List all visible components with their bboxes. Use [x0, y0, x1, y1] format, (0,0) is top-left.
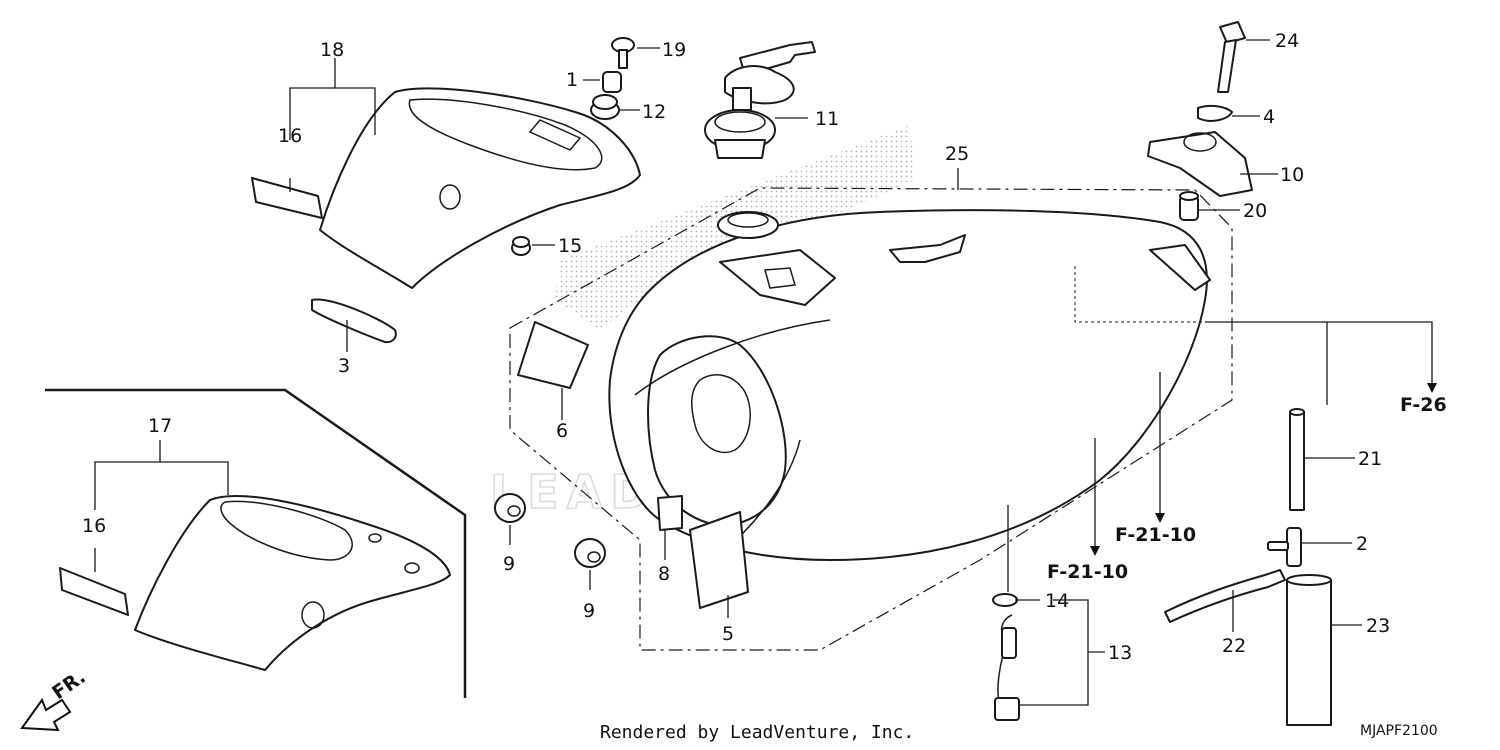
callout-9-upper: 9 [503, 553, 515, 575]
washer-4 [1197, 104, 1233, 122]
footer-credit: Rendered by LeadVenture, Inc. [600, 722, 914, 743]
callout-3: 3 [338, 355, 350, 377]
label-5 [689, 511, 749, 609]
washer-14 [992, 593, 1018, 607]
ref-f-21-10-left: F-21-10 [1047, 561, 1128, 583]
callout-10: 10 [1280, 164, 1304, 186]
fuel-cap-with-keys [704, 41, 816, 159]
callout-9-lower: 9 [583, 600, 595, 622]
ref-f-26: F-26 [1400, 394, 1447, 416]
ref-f-21-10-right: F-21-10 [1115, 524, 1196, 546]
callout-6: 6 [556, 420, 568, 442]
fuel-tank [608, 209, 1211, 561]
plug-15 [511, 236, 531, 256]
reference-arrowheads [1090, 383, 1437, 556]
callout-19: 19 [662, 39, 686, 61]
meter-cover-upper [319, 87, 641, 289]
meter-cover-inset [134, 495, 451, 671]
callout-14: 14 [1045, 590, 1069, 612]
callout-22: 22 [1222, 635, 1246, 657]
joint-2 [1267, 527, 1302, 567]
collar-1 [602, 71, 622, 93]
callout-21: 21 [1358, 448, 1382, 470]
inset-panel-border [45, 388, 467, 698]
trim-strip-3 [311, 298, 397, 344]
front-label: FR. [48, 666, 89, 704]
trim-strip-lower [59, 567, 129, 616]
bolt-24 [1217, 21, 1246, 93]
grommet-9-lower [574, 538, 606, 568]
callout-25: 25 [945, 143, 969, 165]
front-direction-marker: FR. [20, 666, 90, 732]
tube-23 [1286, 574, 1332, 726]
callout-13: 13 [1108, 642, 1132, 664]
callout-11: 11 [815, 108, 839, 130]
label-6 [517, 321, 589, 389]
collar-20 [1179, 191, 1199, 221]
tank-assembly-outline [509, 187, 1233, 651]
callout-4: 4 [1263, 106, 1275, 128]
callout-16-upper: 16 [278, 125, 302, 147]
tube-21 [1289, 408, 1305, 511]
fuel-unit-13 [994, 614, 1020, 721]
mount-bracket-10 [1147, 131, 1253, 197]
callout-16-lower: 16 [82, 515, 106, 537]
callout-23: 23 [1366, 615, 1390, 637]
hose-22 [1164, 569, 1286, 623]
callout-15: 15 [558, 235, 582, 257]
callout-1: 1 [566, 69, 578, 91]
grommet-9-upper [494, 493, 526, 523]
screw-19 [611, 37, 635, 69]
leader-lines [94, 39, 1433, 706]
grommet-12 [590, 94, 620, 120]
trim-strip-upper [251, 177, 323, 219]
callout-17: 17 [148, 415, 172, 437]
callout-20: 20 [1243, 200, 1267, 222]
diagram-code: MJAPF2100 [1360, 723, 1438, 739]
callout-18: 18 [320, 39, 344, 61]
section-references: F-26 F-21-10 F-21-10 [1047, 394, 1447, 583]
callout-8: 8 [658, 563, 670, 585]
callout-12: 12 [642, 101, 666, 123]
callout-labels: 18 16 3 17 16 19 1 12 15 11 24 4 10 20 2… [82, 30, 1390, 664]
callout-24: 24 [1275, 30, 1299, 52]
vent-route-hint [1074, 266, 1205, 323]
label-8 [657, 495, 683, 531]
callout-5: 5 [722, 623, 734, 645]
callout-2: 2 [1356, 533, 1368, 555]
